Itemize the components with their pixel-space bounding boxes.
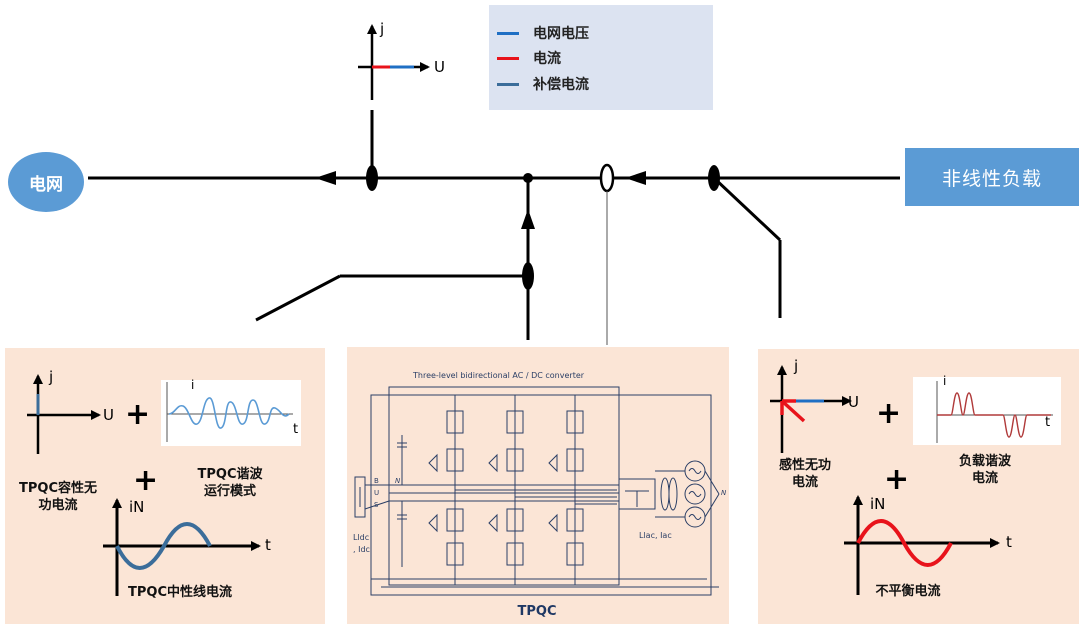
right-axis-u-label: U [848, 393, 859, 411]
left-neutral-label: TPQC中性线电流 [128, 585, 232, 600]
right-wave-t-label: t [1045, 415, 1051, 430]
top-axis-u-label: U [434, 58, 445, 76]
right-harmonic-wave-box: i t [913, 374, 1061, 445]
legend-item-current: 电流 [497, 48, 561, 68]
left-harmonic-wave-box: i t [161, 378, 301, 446]
left-wave-t-label: t [293, 422, 299, 437]
top-axis-j-label: j [380, 20, 385, 38]
lac-label: Llac, Iac [639, 531, 672, 540]
legend-swatch [497, 82, 519, 86]
bus-letter-b: B [374, 477, 379, 485]
legend: 电网电压 电流 补偿电流 [489, 5, 713, 110]
left-cap-label-line1: TPQC容性无 [19, 481, 97, 496]
bus-arrow-mid [625, 171, 646, 185]
right-reactive-label: 感性无功 电流 [762, 457, 848, 491]
right-harmonic-wave [936, 381, 1053, 443]
tpqc-caption: TPQC [517, 604, 557, 619]
right-harm-label: 负载谐波 电流 [940, 453, 1030, 487]
left-cap-label: TPQC容性无 功电流 [7, 480, 109, 514]
bus-letter-s: S [374, 501, 379, 509]
left-harm-label-line2: 运行模式 [203, 484, 256, 499]
ldc-label-1: Lldc [353, 533, 370, 542]
center-panel: Three-level bidirectional AC / DC conver… [347, 347, 729, 624]
legend-swatch [497, 31, 519, 35]
ldc-label-2: , Idc [353, 545, 370, 554]
tpqc-arrow-up [521, 209, 535, 229]
left-harmonic-wave [166, 382, 293, 442]
right-harm-label-line1: 负载谐波 [958, 454, 1011, 469]
legend-swatch [497, 56, 519, 60]
right-axis-j-label: j [794, 357, 799, 375]
ct-load-open [599, 163, 615, 193]
bus-letter-u: U [374, 489, 380, 497]
left-neutral-i-label: iN [129, 498, 145, 516]
right-neutral-i-label: iN [870, 495, 886, 513]
right-plus-1: + [876, 396, 902, 431]
left-axis-u-label: U [103, 406, 114, 424]
grid-node: 电网 [8, 152, 84, 212]
left-plus-2: + [133, 463, 159, 498]
ct-grid [366, 165, 378, 191]
right-panel-graphics [770, 365, 1000, 595]
neutral-n-left: N [395, 477, 401, 485]
left-wave-i-label: i [191, 378, 195, 392]
left-cap-label-line2: 功电流 [38, 498, 78, 513]
right-harm-label-line2: 电流 [971, 471, 998, 486]
nonlinear-load-box: 非线性负载 [905, 148, 1079, 206]
left-axis-j-label: j [49, 368, 54, 386]
right-unbalance-label: 不平衡电流 [875, 584, 941, 599]
right-plus-2: + [884, 462, 910, 497]
legend-label: 补偿电流 [533, 77, 589, 93]
neutral-n-right: N [721, 489, 727, 497]
left-panel: j U + i t TPQC容性无 功电流 + TPQC谐波 运行模式 iN t… [5, 348, 325, 624]
right-neutral-t-label: t [1006, 533, 1012, 551]
left-panel-graphics [27, 374, 261, 596]
left-harm-label: TPQC谐波 运行模式 [185, 466, 275, 500]
legend-item-grid-voltage: 电网电压 [497, 23, 589, 43]
left-neutral-t-label: t [265, 536, 271, 554]
right-reactive-label-line1: 感性无功 [778, 458, 831, 473]
right-reactive-label-line2: 电流 [791, 475, 818, 490]
converter-schematic [354, 386, 720, 596]
top-phasor-axes [358, 24, 430, 100]
legend-label: 电网电压 [533, 26, 589, 42]
legend-label: 电流 [533, 51, 561, 67]
converter-title: Three-level bidirectional AC / DC conver… [413, 371, 585, 380]
right-panel: j U + i t 感性无功 电流 负载谐波 电流 + iN t 不平衡电流 [758, 349, 1079, 624]
left-harm-label-line1: TPQC谐波 [197, 467, 263, 482]
legend-item-compensation-current: 补偿电流 [497, 74, 589, 94]
bus-arrow-left [315, 171, 336, 185]
left-plus-1: + [125, 397, 151, 432]
right-wave-i-label: i [943, 374, 947, 388]
